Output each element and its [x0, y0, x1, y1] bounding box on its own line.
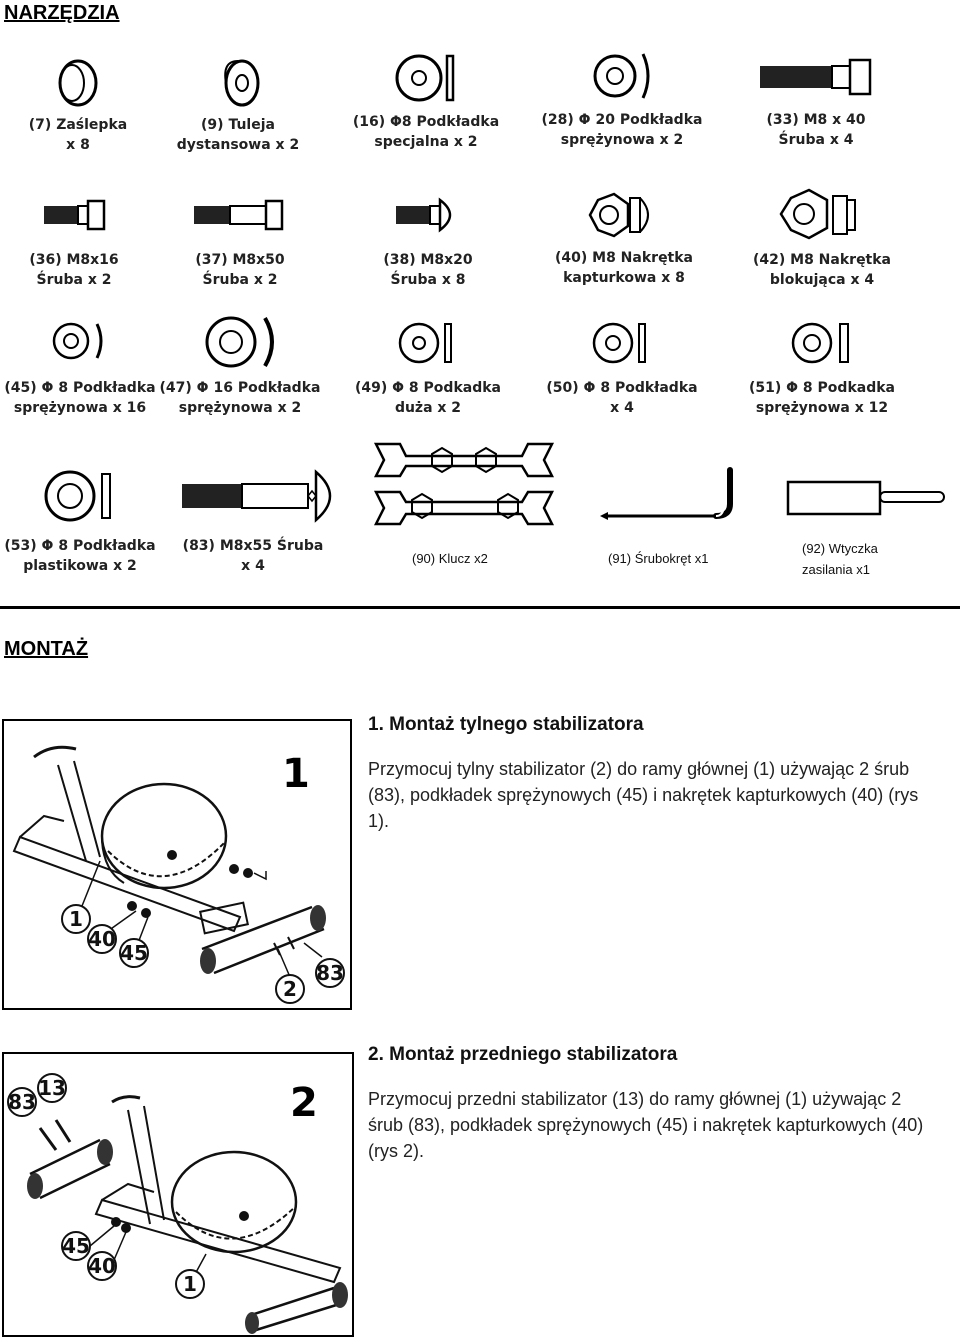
step-2-text: 2. Montaż przedniego stabilizatora Przym…: [368, 1044, 928, 1164]
step-1-figure: 1 1 40 45 2 83: [2, 719, 352, 1010]
part-28-spring-washer: (28) Φ 20 Podkładka sprężynowa x 2: [532, 46, 712, 186]
part-label: (53) Φ 8 Podkładka plastikowa x 2: [4, 538, 156, 574]
part-label: (33) M8 x 40 Śruba x 4: [766, 112, 866, 148]
washer-icon: [44, 470, 111, 522]
svg-text:40: 40: [88, 1254, 116, 1278]
screwdriver-icon: [600, 467, 733, 520]
wrench-icon: [373, 442, 555, 526]
part-50-washer: (50) Φ 8 Podkładka x 4: [532, 318, 712, 458]
part-label: (83) M8x55 Śruba x 4: [182, 538, 324, 574]
part-label: (16) Φ8 Podkładka specjalna x 2: [352, 114, 500, 150]
figure-number: 2: [290, 1080, 318, 1126]
part-label: (51) Φ 8 Podkadka sprężynowa x 12: [749, 380, 895, 416]
svg-text:83: 83: [316, 961, 344, 985]
part-label: (47) Φ 16 Podkładka sprężynowa x 2: [159, 380, 321, 416]
part-47-spring-washer: (47) Φ 16 Podkładka sprężynowa x 2: [150, 314, 330, 454]
part-label: (49) Φ 8 Podkadka duża x 2: [355, 380, 501, 416]
part-49-large-washer: (49) Φ 8 Podkadka duża x 2: [338, 318, 518, 458]
part-9-spacer-sleeve: (9) Tuleja dystansowa x 2: [148, 55, 328, 195]
washer-icon: [395, 54, 455, 102]
svg-text:45: 45: [120, 941, 148, 965]
spring-washer-icon: [791, 322, 849, 364]
cap-nut-icon: [588, 192, 649, 238]
callout: 13: [37, 1073, 67, 1103]
part-83-bolt-m8x55: (83) M8x55 Śruba x 4: [158, 466, 348, 606]
washer-icon: [398, 322, 452, 364]
washer-icon: [592, 322, 646, 364]
spring-washer-icon: [205, 316, 274, 368]
part-38-bolt-m8x20: (38) M8x20 Śruba x 8: [338, 196, 518, 336]
svg-text:45: 45: [62, 1234, 90, 1258]
step-2-heading: 2. Montaż przedniego stabilizatora: [368, 1044, 678, 1065]
step-2-body: Przymocuj przedni stabilizator (13) do r…: [368, 1089, 924, 1161]
part-16-special-washer: (16) Φ8 Podkładka specjalna x 2: [336, 48, 516, 188]
spring-washer-icon: [52, 322, 103, 360]
part-label: (42) M8 Nakrętka blokująca x 4: [752, 252, 892, 288]
bolt-icon: [44, 199, 106, 231]
figure-number: 1: [282, 751, 310, 797]
part-37-bolt-m8x50: (37) M8x50 Śruba x 2: [150, 196, 330, 336]
svg-text:2: 2: [283, 977, 297, 1001]
tools-title: NARZĘDZIA: [4, 2, 120, 24]
part-label: (45) Φ 8 Podkładka sprężynowa x 16: [4, 380, 156, 416]
callout: 83: [315, 958, 345, 988]
part-53-plastic-washer: (53) Φ 8 Podkładka plastikowa x 2: [0, 466, 170, 606]
step-1-body: Przymocuj tylny stabilizator (2) do ramy…: [368, 759, 919, 831]
svg-text:13: 13: [38, 1076, 66, 1100]
part-label: (38) M8x20 Śruba x 8: [383, 252, 473, 288]
part-label: (36) M8x16 Śruba x 2: [29, 252, 119, 288]
rear-stabilizer-diagram: 1 1 40 45 2 83: [12, 745, 345, 1004]
callout: 1: [175, 1269, 205, 1299]
part-40-cap-nut: (40) M8 Nakrętka kapturkowa x 8: [534, 190, 714, 330]
end-cap-icon: [58, 59, 98, 107]
spacer-sleeve-icon: [224, 59, 260, 107]
callout: 1: [61, 904, 91, 934]
step-1-text: 1. Montaż tylnego stabilizatora Przymocu…: [368, 714, 928, 834]
assembly-title: MONTAŻ: [4, 638, 89, 660]
step-2-figure: 2 83 13 45 40 1: [2, 1052, 354, 1337]
callout: 40: [87, 1251, 117, 1281]
power-plug-icon: [786, 480, 945, 516]
part-label: (28) Φ 20 Podkładka sprężynowa x 2: [541, 112, 703, 148]
part-7-end-cap: (7) Zaślepka x 8: [0, 55, 168, 195]
bolt-icon: [182, 469, 332, 523]
part-92-label: (92) Wtyczka zasilania x1: [802, 541, 878, 577]
part-90-label: (90) Klucz x2: [412, 551, 488, 566]
part-51-spring-washer: (51) Φ 8 Podkadka sprężynowa x 12: [732, 318, 912, 458]
svg-text:1: 1: [183, 1272, 197, 1296]
callout: 45: [119, 938, 149, 968]
svg-text:1: 1: [69, 907, 83, 931]
lock-nut-icon: [779, 188, 856, 240]
callout: 40: [87, 924, 117, 954]
part-label: (7) Zaślepka x 8: [28, 117, 128, 153]
part-36-bolt-m8x16: (36) M8x16 Śruba x 2: [0, 196, 164, 336]
part-label: (40) M8 Nakrętka kapturkowa x 8: [554, 250, 694, 286]
bolt-icon: [194, 199, 284, 231]
front-stabilizer-diagram: 2 83 13 45 40 1: [7, 1073, 348, 1334]
part-33-bolt-m8x40: (33) M8 x 40 Śruba x 4: [726, 52, 906, 192]
callout: 2: [275, 974, 305, 1004]
part-label: (9) Tuleja dystansowa x 2: [176, 117, 300, 153]
part-91-label: (91) Śrubokręt x1: [608, 551, 709, 566]
bolt-icon: [760, 58, 872, 96]
bolt-icon: [396, 197, 452, 233]
svg-text:40: 40: [88, 927, 116, 951]
part-45-spring-washer: (45) Φ 8 Podkładka sprężynowa x 16: [0, 318, 170, 458]
part-label: (50) Φ 8 Podkładka x 4: [546, 380, 698, 416]
svg-text:83: 83: [8, 1090, 36, 1114]
callout: 45: [61, 1231, 91, 1261]
section-divider: [0, 606, 960, 609]
spring-washer-icon: [593, 53, 650, 99]
callout: 83: [7, 1087, 37, 1117]
part-42-lock-nut: (42) M8 Nakrętka blokująca x 4: [732, 188, 912, 328]
step-1-heading: 1. Montaż tylnego stabilizatora: [368, 714, 644, 735]
part-label: (37) M8x50 Śruba x 2: [195, 252, 285, 288]
